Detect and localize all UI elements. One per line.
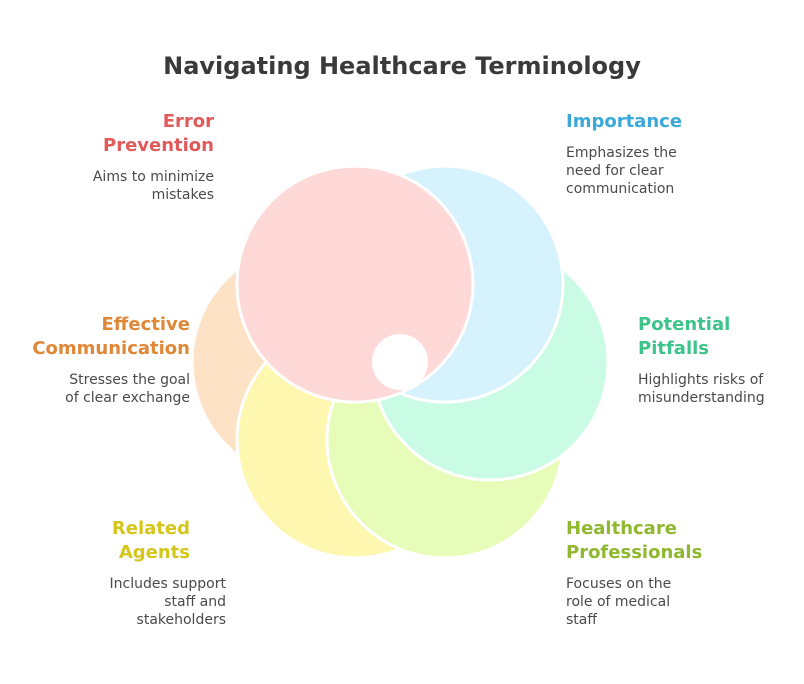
petal-error-prevention [235, 164, 475, 404]
related-agents-description: Includes support staff and stakeholders [109, 576, 226, 628]
related-agents-heading: Related Agents [111, 518, 190, 563]
potential-pitfalls-heading: Potential Pitfalls [638, 314, 731, 359]
potential-pitfalls-description: Highlights risks of misunderstanding [638, 372, 765, 406]
error-prevention-heading: Error Prevention [103, 111, 214, 156]
effective-communication-description: Stresses the goal of clear exchange [65, 372, 190, 406]
diagram-title: Navigating Healthcare Terminology [163, 52, 641, 80]
label-healthcare-professionals: Healthcare Professionals Focuses on the … [566, 517, 702, 629]
importance-description: Emphasizes the need for clear communicat… [566, 145, 677, 197]
label-potential-pitfalls: Potential Pitfalls Highlights risks of m… [638, 313, 765, 407]
label-related-agents: Related Agents Includes support staff an… [110, 517, 226, 629]
label-effective-communication: Effective Communication Stresses the goa… [32, 313, 190, 407]
importance-heading: Importance [566, 111, 683, 132]
label-error-prevention: Error Prevention Aims to minimize mistak… [93, 110, 214, 204]
healthcare-professionals-description: Focuses on the role of medical staff [566, 576, 672, 628]
error-prevention-description: Aims to minimize mistakes [92, 169, 214, 203]
healthcare-professionals-heading: Healthcare Professionals [566, 518, 703, 563]
label-importance: Importance Emphasizes the need for clear… [566, 110, 682, 198]
effective-communication-heading: Effective Communication [32, 314, 190, 359]
